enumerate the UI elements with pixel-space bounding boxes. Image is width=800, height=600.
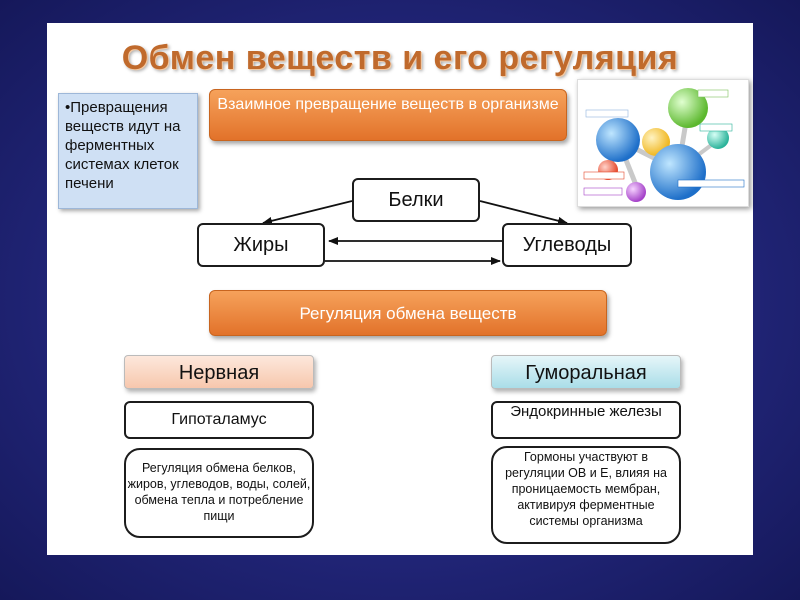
- note-box: •Превращения веществ идут на ферментных …: [58, 93, 198, 209]
- nutrients-illustration: [577, 79, 749, 207]
- hypothalamus-box: Гипоталамус: [124, 401, 314, 439]
- nervous-description: Регуляция обмена белков, жиров, углеводо…: [124, 448, 314, 538]
- node-belki: Белки: [352, 178, 480, 222]
- arrow-belki-to-uglevody: [479, 200, 568, 225]
- arrow-belki-to-zhiry: [262, 200, 353, 225]
- slide: Обмен веществ и его регуляция •Превращен…: [47, 23, 753, 555]
- endocrine-box: Эндокринные железы: [491, 401, 681, 439]
- molecules-graphic: [583, 88, 745, 202]
- nervous-header: Нервная: [124, 355, 314, 389]
- node-zhiry: Жиры: [197, 223, 325, 267]
- regulation-bar: Регуляция обмена веществ: [209, 290, 607, 336]
- humoral-description: Гормоны участвуют в регуляции ОВ и Е, вл…: [491, 446, 681, 544]
- interconversion-bar: Взаимное превращение веществ в организме: [209, 89, 567, 141]
- conversion-arrows: [262, 200, 568, 265]
- humoral-header: Гуморальная: [491, 355, 681, 389]
- page-title: Обмен веществ и его регуляция: [121, 39, 679, 77]
- node-uglevody: Углеводы: [502, 223, 632, 267]
